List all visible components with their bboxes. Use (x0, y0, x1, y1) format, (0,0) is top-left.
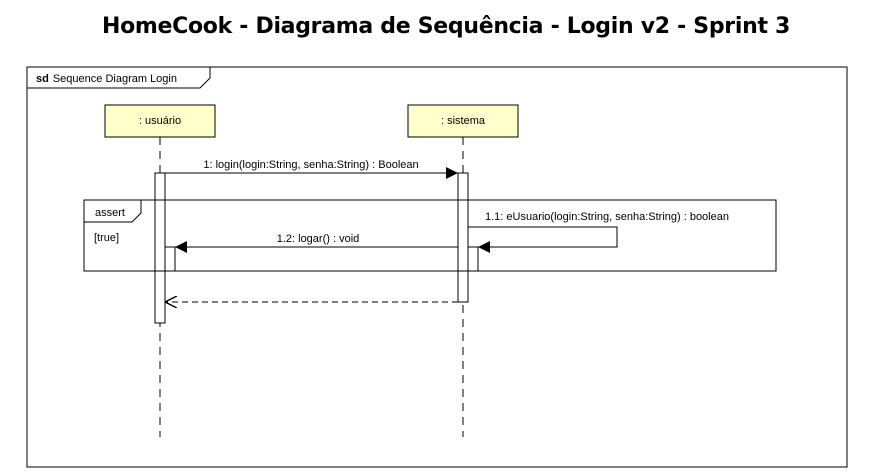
message-eusuario-arrow (468, 226, 618, 253)
activation-sistema (457, 172, 469, 303)
activation-usuario-nested (164, 246, 176, 272)
sd-name: Sequence Diagram Login (53, 73, 177, 85)
activation-usuario (154, 172, 166, 324)
sd-frame (26, 66, 848, 468)
sd-frame-label: sd Sequence Diagram Login (36, 73, 177, 85)
activation-sistema-nested (467, 246, 479, 272)
fragment-guard: [true] (94, 232, 119, 244)
lifeline-head-sistema[interactable] (407, 104, 519, 138)
lifeline-head-usuario[interactable] (104, 104, 216, 138)
assert-fragment-tab (84, 200, 142, 223)
message-login-label: 1: login(login:String, senha:String) : B… (203, 159, 418, 171)
lifeline-label-sistema: : sistema (441, 115, 486, 127)
assert-fragment (83, 199, 777, 272)
lifeline-label-usuario: : usuário (139, 115, 181, 127)
message-logar-label: 1.2: logar() : void (277, 233, 360, 245)
sd-keyword: sd (36, 73, 49, 85)
diagram-title: HomeCook - Diagrama de Sequência - Login… (101, 14, 791, 39)
sd-frame-tab (27, 67, 211, 89)
message-eusuario-label: 1.1: eUsuario(login:String, senha:String… (485, 211, 729, 223)
fragment-operator: assert (95, 207, 125, 219)
